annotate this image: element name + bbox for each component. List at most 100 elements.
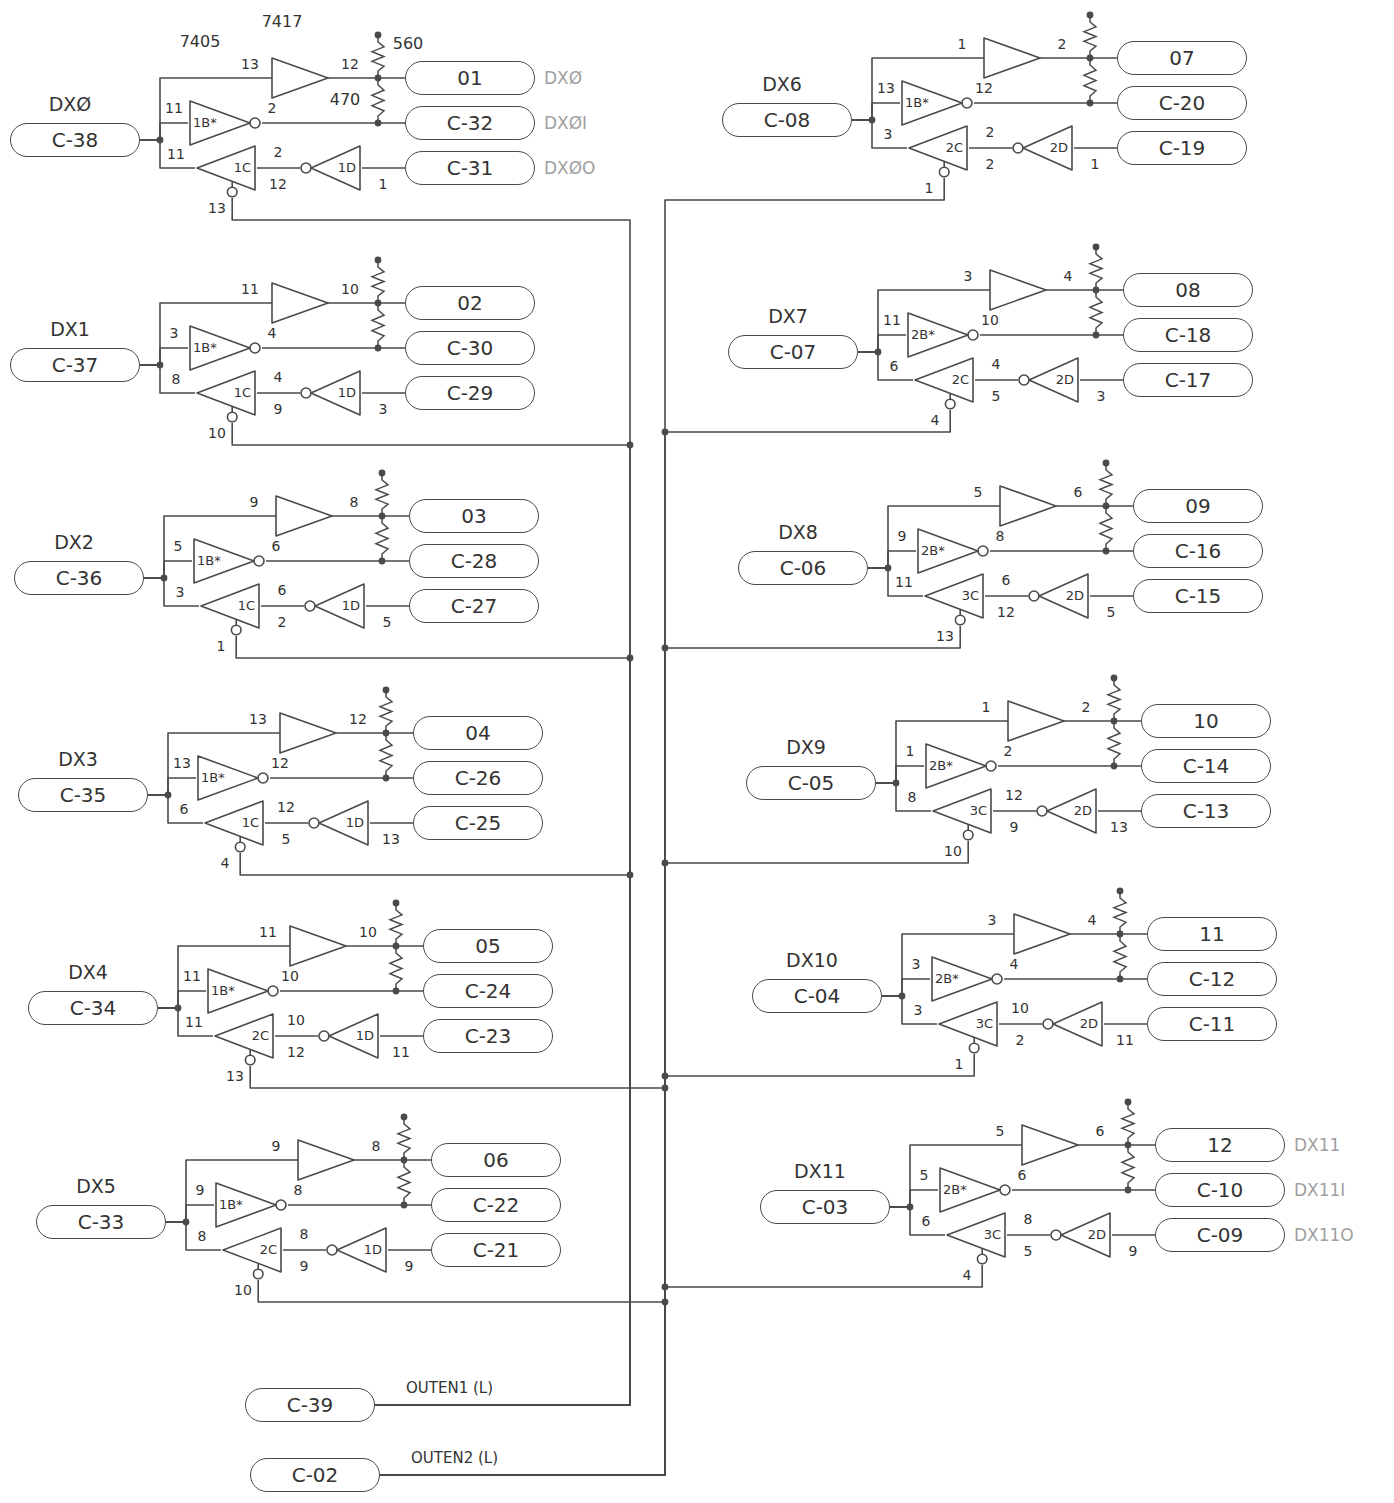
resistor-symbol (1108, 678, 1120, 721)
gate-triangle (940, 1168, 1000, 1212)
enable-stub (231, 406, 233, 412)
inversion-bubble (235, 842, 245, 852)
gate-triangle (311, 371, 360, 415)
logic-gate: 1C (199, 582, 261, 636)
wire (1104, 1023, 1147, 1025)
pin-number: 12 (268, 177, 288, 191)
gate-triangle (1023, 126, 1072, 170)
logic-gate: 3C (931, 787, 993, 841)
inversion-bubble (1037, 806, 1047, 816)
wire (876, 766, 924, 783)
pin-number: 9 (271, 1139, 282, 1153)
junction-dot (383, 775, 390, 782)
enable-stub (257, 1263, 259, 1269)
wire (140, 365, 195, 393)
wire (388, 1249, 431, 1251)
pin-label: 06 (483, 1150, 508, 1170)
connector-pin-box: C-32 (405, 106, 535, 140)
pin-number: 6 (921, 1214, 932, 1228)
pin-label: C-08 (764, 110, 811, 130)
pin-number: 1 (1090, 157, 1101, 171)
gate-triangle (329, 1014, 378, 1058)
wire (380, 626, 960, 1475)
pin-number: 5 (991, 389, 1002, 403)
pin-label: C-28 (451, 551, 498, 571)
pin-number: 3 (175, 585, 186, 599)
junction-dot (662, 1085, 669, 1092)
pin-label: 02 (457, 293, 482, 313)
connector-pin-box: C-25 (413, 806, 543, 840)
supply-dot (383, 687, 390, 694)
inversion-bubble (978, 546, 988, 556)
wire (858, 352, 913, 380)
pin-number: 11 (166, 147, 186, 161)
pin-number: 8 (995, 529, 1006, 543)
connector-pin-box: C-11 (1147, 1007, 1277, 1041)
pin-number: 1 (378, 177, 389, 191)
wire (275, 1035, 318, 1037)
enable-stub (239, 836, 241, 842)
pin-number: 8 (299, 1227, 310, 1241)
wire (257, 392, 300, 394)
wire (288, 1204, 431, 1206)
inversion-bubble (268, 986, 278, 996)
junction-dot (175, 1005, 182, 1012)
gate-triangle (216, 1183, 276, 1227)
inversion-bubble (977, 1254, 987, 1264)
signal-name: DX1 (49, 320, 91, 339)
wire (280, 990, 423, 992)
logic-gate: 1D (300, 144, 362, 192)
wire (380, 841, 968, 1475)
inversion-bubble (963, 830, 973, 840)
junction-dot (183, 1219, 190, 1226)
connector-pin-box: C-21 (431, 1233, 561, 1267)
pin-label: C-23 (465, 1026, 512, 1046)
connector-pin-box: 02 (405, 286, 535, 320)
connector-pin-box: C-09 (1155, 1218, 1285, 1252)
pin-number: 11 (258, 925, 278, 939)
wire (998, 765, 1141, 767)
pin-number: 10 (233, 1283, 253, 1297)
pin-label: C-15 (1175, 586, 1222, 606)
connector-pin-box: C-24 (423, 974, 553, 1008)
junction-dot (1087, 55, 1094, 62)
inversion-bubble (258, 773, 268, 783)
pin-label: 12 (1207, 1135, 1232, 1155)
pin-label: C-20 (1159, 93, 1206, 113)
pin-number: 1 (924, 181, 935, 195)
resistor-symbol (372, 78, 384, 123)
inversion-bubble (1000, 1185, 1010, 1195)
pin-label: C-16 (1175, 541, 1222, 561)
pin-number: 13 (172, 756, 192, 770)
logic-gate: 1B* (900, 79, 974, 127)
wire (852, 120, 907, 148)
pin-label: C-35 (60, 785, 107, 805)
pin-number: 6 (1001, 573, 1012, 587)
wire (985, 595, 1028, 597)
resistor-symbol (372, 35, 384, 78)
enable-stub (973, 1037, 975, 1043)
connector-pin-box: C-35 (18, 778, 148, 812)
gate-label: 1B* (201, 770, 225, 786)
connector-pin-box: 05 (423, 929, 553, 963)
connector-pin-box: C-15 (1133, 579, 1263, 613)
junction-dot (627, 872, 634, 879)
faded-signal-name: DXØ (543, 70, 583, 87)
resistor-symbol (1100, 463, 1112, 506)
gate-triangle (932, 957, 992, 1001)
pin-number: 5 (382, 615, 393, 629)
wire (240, 853, 630, 1405)
wire (257, 167, 300, 169)
resistor-value: 560 (392, 36, 425, 52)
junction-dot (1103, 503, 1110, 510)
pin-number: 1 (216, 639, 227, 653)
logic-gate: 1D (326, 1226, 388, 1274)
wire (144, 561, 192, 578)
logic-gate: 1C (195, 369, 257, 423)
junction-dot (662, 1299, 669, 1306)
wire (362, 392, 405, 394)
pin-number: 11 (894, 575, 914, 589)
pin-number: 2 (1081, 700, 1092, 714)
gate-label: 2D (1050, 140, 1068, 156)
